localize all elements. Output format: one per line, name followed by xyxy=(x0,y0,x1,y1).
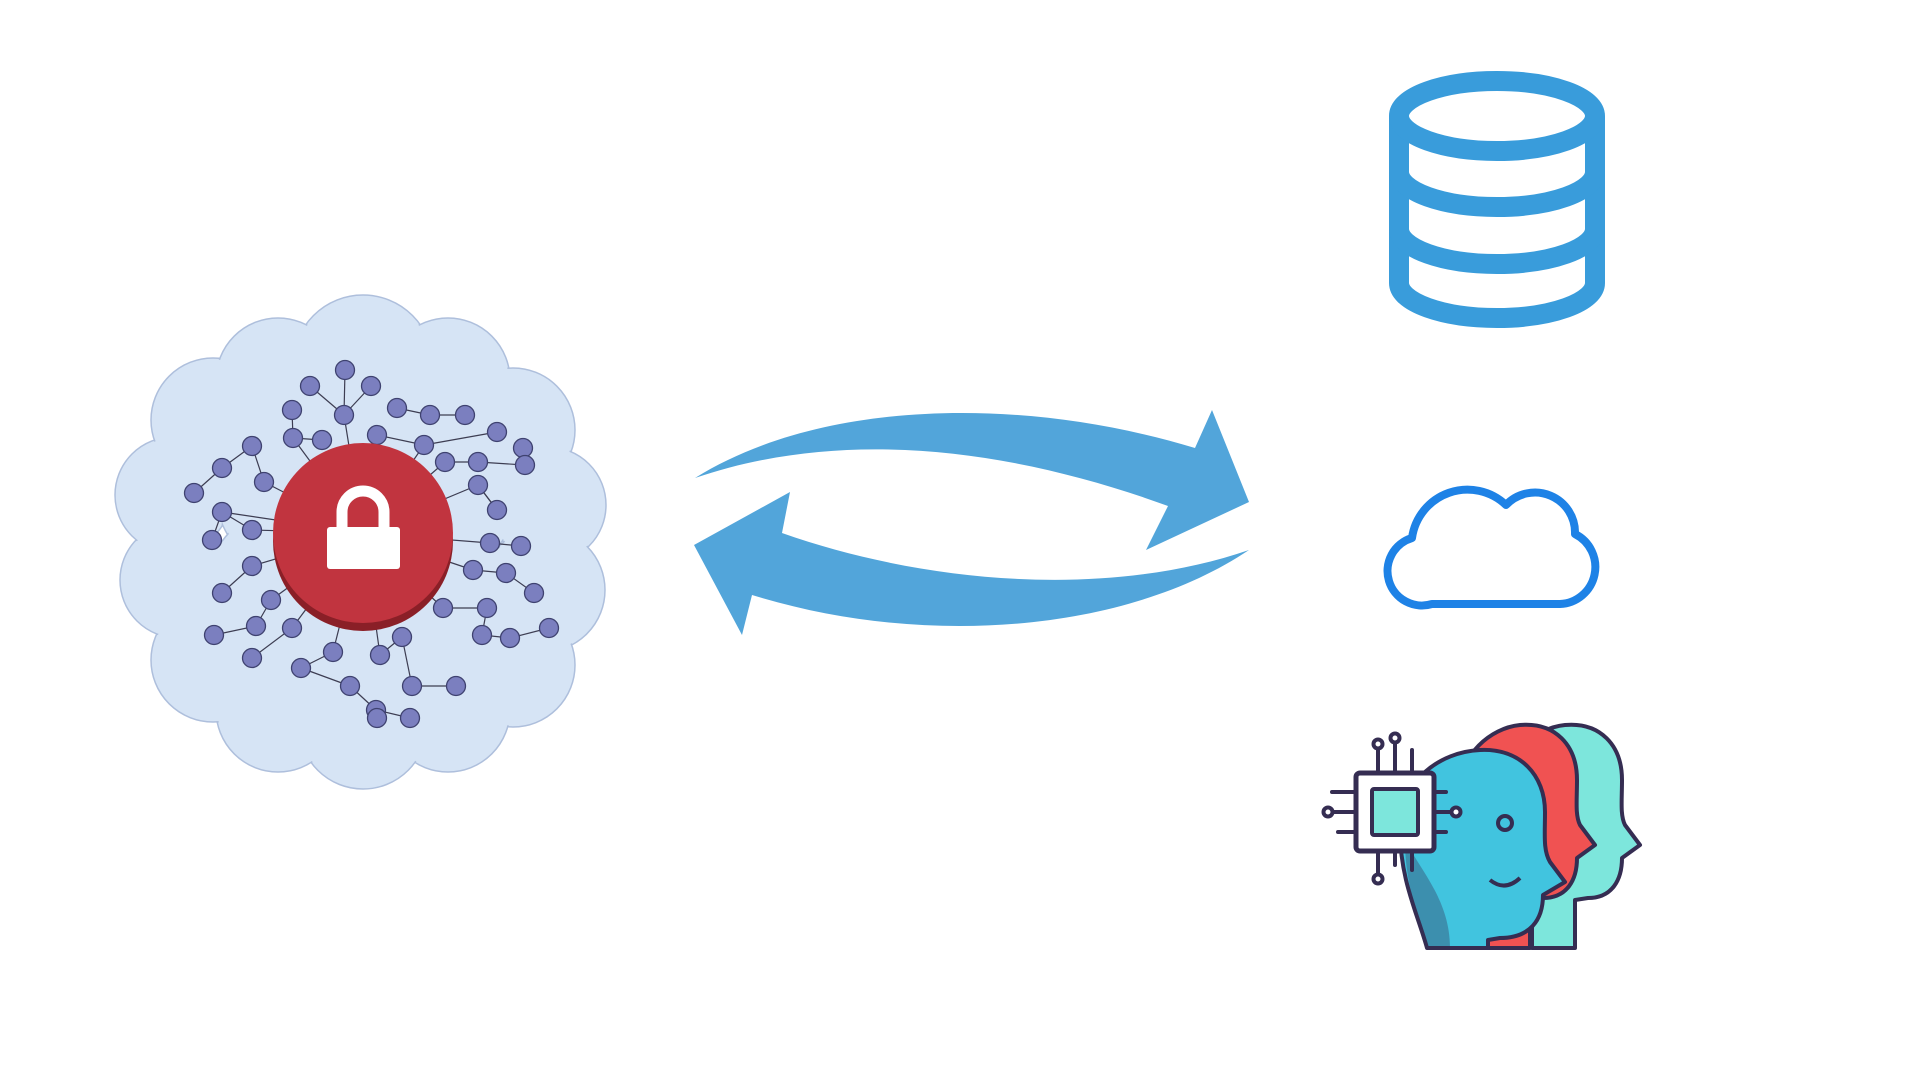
network-node xyxy=(360,375,382,397)
bidirectional-arrows-icon xyxy=(694,410,1249,635)
chip-pin-end xyxy=(1388,731,1402,745)
network-node xyxy=(401,675,423,697)
network-node xyxy=(211,457,233,479)
network-nodes xyxy=(183,359,560,729)
network-node xyxy=(514,454,536,476)
network-node xyxy=(290,657,312,679)
network-node xyxy=(282,427,304,449)
network-node xyxy=(253,471,275,493)
network-node xyxy=(311,429,333,451)
network-node xyxy=(419,404,441,426)
network-node xyxy=(471,624,493,646)
network-node xyxy=(523,582,545,604)
network-node xyxy=(538,617,560,639)
network-node xyxy=(479,532,501,554)
network-node xyxy=(510,535,532,557)
network-node xyxy=(386,397,408,419)
network-node xyxy=(241,555,263,577)
network-node xyxy=(334,359,356,381)
network-node xyxy=(454,404,476,426)
network-node xyxy=(476,597,498,619)
chip-pin-end xyxy=(1321,805,1335,819)
network-node xyxy=(241,519,263,541)
network-node xyxy=(201,529,223,551)
network-node xyxy=(183,482,205,504)
database-icon xyxy=(1389,71,1605,328)
network-node xyxy=(413,434,435,456)
network-node xyxy=(445,675,467,697)
network-node xyxy=(486,421,508,443)
network-node xyxy=(399,707,421,729)
secure-network-cloud-icon xyxy=(114,294,607,790)
network-node xyxy=(245,615,267,637)
ai-chip-heads-icon xyxy=(1321,722,1642,950)
network-node xyxy=(369,644,391,666)
arrow-to-right xyxy=(695,410,1249,550)
network-node xyxy=(432,597,454,619)
network-node xyxy=(241,435,263,457)
network-node xyxy=(462,559,484,581)
cloud-icon xyxy=(1383,485,1600,610)
network-node xyxy=(366,707,388,729)
lock-hub xyxy=(273,443,453,631)
network-node xyxy=(260,589,282,611)
chip-pin-end xyxy=(1371,872,1385,886)
network-node xyxy=(211,501,233,523)
network-node xyxy=(495,562,517,584)
network-node xyxy=(281,399,303,421)
padlock-icon xyxy=(327,485,400,569)
network-node xyxy=(467,451,489,473)
network-node xyxy=(299,375,321,397)
network-node xyxy=(241,647,263,669)
network-node xyxy=(434,451,456,473)
network-node xyxy=(281,617,303,639)
network-node xyxy=(467,474,489,496)
network-node xyxy=(339,675,361,697)
network-link xyxy=(423,431,498,446)
network-node xyxy=(366,424,388,446)
network-node xyxy=(499,627,521,649)
network-node xyxy=(211,582,233,604)
chip-pin-end xyxy=(1449,805,1463,819)
arrow-to-left xyxy=(694,492,1249,635)
network-node xyxy=(333,404,355,426)
network-node xyxy=(391,626,413,648)
network-node xyxy=(322,641,344,663)
network-node xyxy=(486,499,508,521)
chip-pin-end xyxy=(1371,737,1385,751)
network-node xyxy=(512,437,534,459)
network-node xyxy=(203,624,225,646)
